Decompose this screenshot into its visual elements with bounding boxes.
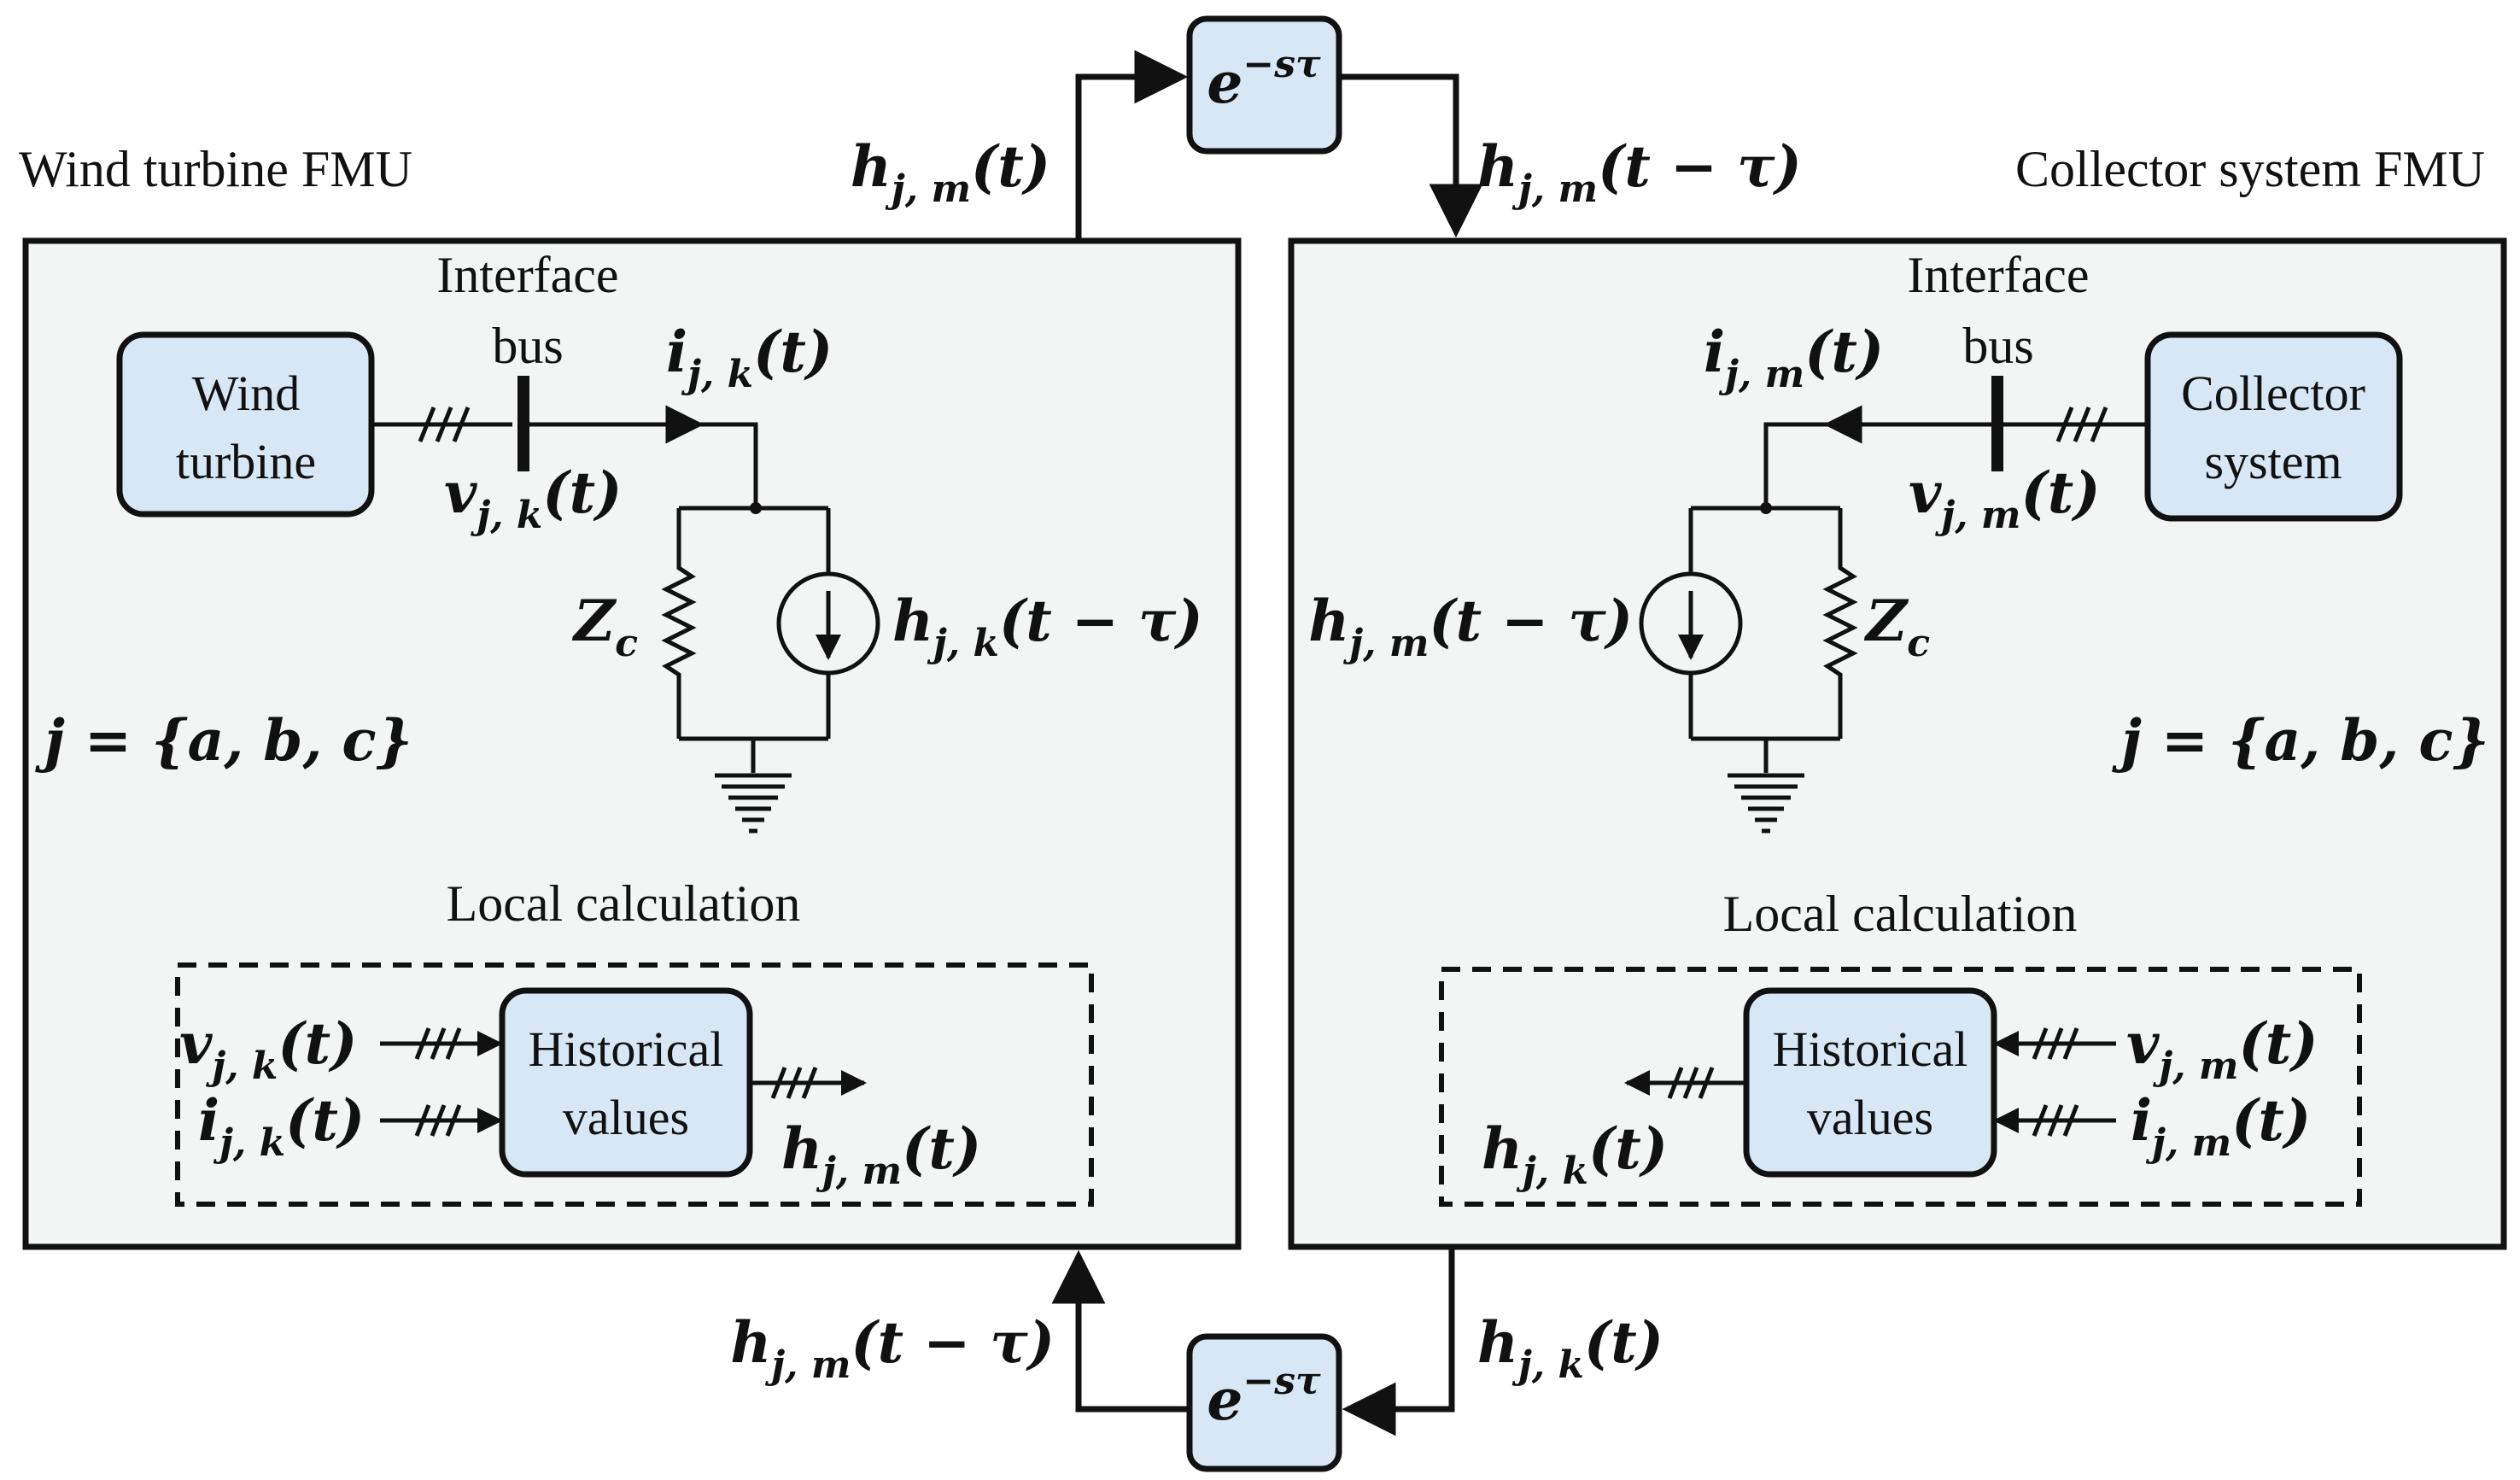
- left-historical-block: [499, 987, 753, 1178]
- left-hist-in1-label: vj, k(t): [179, 1010, 357, 1088]
- bottom-link-out-label: hj, m(t − τ): [730, 1309, 1055, 1387]
- right-hist-in2-label: ij, m(t): [2131, 1087, 2311, 1165]
- left-phase-set: j = {a, b, c}: [35, 707, 412, 774]
- right-bus-wire-2: [1763, 422, 1834, 508]
- left-voltage-label: vj, k(t): [444, 459, 622, 537]
- top-delay-expression: e−sτ: [1207, 43, 1321, 116]
- left-hist-in1-mark: [414, 1027, 462, 1060]
- left-hist-out-mark: [770, 1067, 818, 1099]
- right-three-phase-mark: [2055, 407, 2108, 442]
- left-current-source: [776, 571, 880, 676]
- top-link-out-label: hj, m(t − τ): [1477, 133, 1802, 211]
- top-link-wire: [1075, 50, 1189, 241]
- left-local-calc-label: Local calculation: [447, 875, 801, 932]
- right-impedance-label: Zc: [1863, 588, 1930, 665]
- left-historical-line1: Historical: [529, 1021, 724, 1077]
- right-source-current-label: hj, m(t − τ): [1308, 588, 1633, 665]
- left-bus-label: bus: [492, 318, 563, 374]
- bottom-link-wire: [1342, 1247, 1455, 1436]
- top-link-in-label: hj, m(t): [851, 133, 1050, 211]
- bottom-link-wire-out: [1051, 1249, 1190, 1413]
- right-hist-out-label: hj, k(t): [1482, 1115, 1668, 1193]
- left-local-calc-box: [175, 962, 1094, 1207]
- wind-turbine-block-line2: turbine: [176, 434, 316, 489]
- right-bus-label: bus: [1962, 318, 2033, 374]
- right-hist-out-mark: [1667, 1067, 1715, 1099]
- left-ground-icon: [715, 773, 792, 834]
- left-bus-bar: [517, 376, 529, 471]
- right-current-label: ij, m(t): [1704, 319, 1884, 396]
- right-voltage-label: vj, m(t): [1909, 459, 2100, 537]
- left-historical-line2: values: [563, 1090, 689, 1145]
- right-current-source: [1639, 571, 1743, 676]
- left-branch-bottom: [679, 736, 828, 773]
- collector-system-block-line1: Collector: [2181, 366, 2365, 421]
- wind-turbine-fmu-title: Wind turbine FMU: [19, 141, 412, 197]
- right-branch-bottom: [1691, 736, 1840, 773]
- left-bus-wire-2: [693, 422, 758, 508]
- right-hist-in2-mark: [2032, 1104, 2079, 1137]
- left-source-current-label: hj, k(t − τ): [892, 588, 1203, 665]
- left-hist-in2-mark: [414, 1104, 462, 1137]
- collector-system-fmu-contents: Interface bus Collector system ij, m(t) …: [1308, 247, 2489, 1207]
- left-hist-out-label: hj, m(t): [781, 1115, 981, 1193]
- left-impedance-wire: [661, 508, 697, 739]
- wind-turbine-block-line1: Wind: [192, 366, 301, 421]
- right-impedance-wire: [1822, 508, 1858, 739]
- right-local-calc-label: Local calculation: [1723, 886, 2078, 942]
- bottom-link-in-label: hj, k(t): [1477, 1309, 1663, 1387]
- right-hist-in1-label: vj, m(t): [2126, 1010, 2318, 1088]
- left-three-phase-mark: [418, 407, 471, 442]
- right-interface-label: Interface: [1907, 247, 2089, 303]
- left-impedance-label: Zc: [571, 588, 638, 665]
- right-historical-block: [1743, 987, 1997, 1178]
- collector-system-block-line2: system: [2204, 434, 2342, 489]
- bottom-delay-block: [1186, 1333, 1342, 1472]
- wind-turbine-fmu-contents: Interface bus Wind turbine ij, k(t) vj, …: [35, 247, 1203, 1207]
- left-current-label: ij, k(t): [666, 319, 833, 396]
- bottom-delay-expression: e−sτ: [1207, 1360, 1321, 1433]
- right-ground-icon: [1728, 773, 1804, 834]
- right-historical-line2: values: [1807, 1090, 1933, 1145]
- right-phase-set: j = {a, b, c}: [2112, 707, 2489, 774]
- right-local-calc-box: [1439, 967, 2362, 1207]
- left-hist-in2-label: ij, k(t): [198, 1087, 365, 1165]
- top-link-wire-out: [1339, 73, 1483, 238]
- collector-system-fmu-title: Collector system FMU: [2015, 141, 2485, 197]
- left-interface-label: Interface: [436, 247, 618, 303]
- right-historical-line1: Historical: [1773, 1021, 1968, 1077]
- right-bus-bar: [1991, 376, 2003, 471]
- collector-system-block: [2144, 331, 2403, 522]
- right-hist-in1-mark: [2032, 1027, 2079, 1060]
- top-delay-block: [1186, 15, 1342, 155]
